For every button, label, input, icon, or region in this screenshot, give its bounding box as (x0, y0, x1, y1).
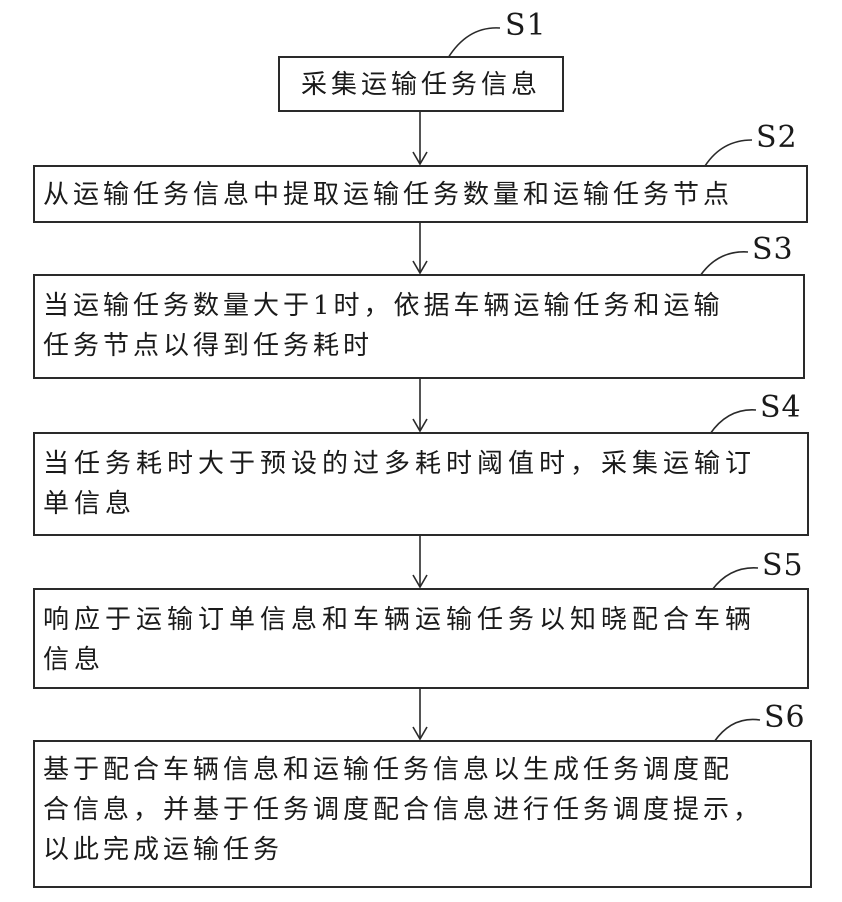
s5-label-leader (712, 568, 758, 590)
step-label-s3: S3 (752, 232, 794, 267)
step-label-s4: S4 (760, 390, 802, 425)
step-box-s5: 响应于运输订单信息和车辆运输任务以知晓配合车辆 信息 (33, 588, 809, 689)
s2-label-leader (705, 140, 752, 166)
step-label-s2: S2 (756, 120, 798, 155)
s4-label-leader (710, 410, 756, 434)
s6-label-leader (714, 719, 760, 742)
step-box-s6: 基于配合车辆信息和运输任务信息以生成任务调度配 合信息，并基于任务调度配合信息进… (33, 740, 812, 888)
step-box-s2: 从运输任务信息中提取运输任务数量和运输任务节点 (33, 165, 808, 223)
s3-label-leader (700, 252, 748, 276)
step-box-s1: 采集运输任务信息 (278, 56, 564, 112)
s1-label-leader (448, 28, 500, 58)
step-box-s3: 当运输任务数量大于1时，依据车辆运输任务和运输 任务节点以得到任务耗时 (33, 274, 805, 379)
step-label-s1: S1 (505, 8, 547, 43)
step-label-s6: S6 (764, 700, 806, 735)
step-box-s4: 当任务耗时大于预设的过多耗时阈值时，采集运输订 单信息 (33, 432, 809, 536)
step-label-s5: S5 (762, 548, 804, 583)
